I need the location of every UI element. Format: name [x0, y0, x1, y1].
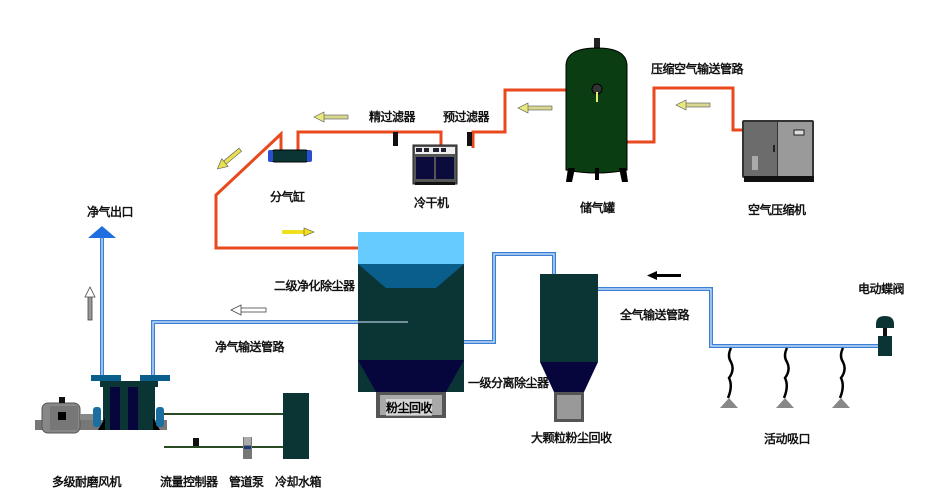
- arrow-left-icon: [313, 111, 349, 123]
- arrow-left-icon: [675, 99, 711, 111]
- electric-butterfly-valve[interactable]: [876, 316, 894, 356]
- air-compressor-label: 空气压缩机: [748, 203, 806, 217]
- air-compressor[interactable]: [742, 120, 814, 182]
- air-tank[interactable]: [565, 38, 628, 182]
- compressed-air-pipe: [214, 86, 742, 250]
- arrow-right-icon: [282, 227, 315, 237]
- pre-filter[interactable]: [467, 132, 472, 146]
- flow-arrows: [84, 99, 711, 321]
- secondary-purifier-label: 二级净化除尘器: [274, 279, 355, 293]
- full-air-pipeline-label: 全气输送管路: [620, 308, 690, 322]
- flow-controller-label: 流量控制器: [160, 475, 218, 489]
- arrow-down-left-icon: [216, 147, 242, 170]
- blue-pipes: [100, 238, 878, 375]
- manifold-label: 分气缸: [270, 190, 305, 204]
- cooling-water-tank[interactable]: [283, 393, 309, 459]
- manifold-to-purifier-pipe: [214, 130, 358, 250]
- compressed-air-pipeline-label: 压缩空气输送管路: [651, 62, 744, 76]
- air-tank-label: 储气罐: [580, 201, 615, 215]
- pipeline-pump[interactable]: [243, 437, 252, 459]
- dryer-to-manifold-pipe: [296, 130, 443, 150]
- arrow-left-icon: [517, 102, 553, 114]
- electric-butterfly-valve-label: 电动蝶阀: [858, 282, 905, 296]
- large-particle-recovery-label: 大颗粒粉尘回收: [531, 431, 612, 445]
- clean-air-pipeline-label: 净气输送管路: [215, 340, 285, 354]
- compressor-to-tank-pipe: [627, 86, 742, 144]
- cooling-water-tank-label: 冷却水箱: [275, 475, 322, 489]
- refrigerated-dryer[interactable]: [412, 144, 458, 185]
- flow-controller[interactable]: [193, 438, 199, 446]
- fine-filter-label: 精过滤器: [369, 110, 416, 124]
- arrow-up-icon: [84, 286, 96, 321]
- secondary-purifier[interactable]: [358, 232, 464, 418]
- dust-recovery-label: 粉尘回收: [386, 399, 433, 416]
- cooling-water-lines: [164, 413, 284, 448]
- tank-to-dryer-pipe: [471, 88, 566, 148]
- primary-separator[interactable]: [540, 274, 598, 422]
- air-manifold[interactable]: [268, 149, 312, 163]
- outlet-arrow-head-icon: [88, 226, 116, 238]
- clean-air-outlet-label: 净气出口: [87, 205, 134, 219]
- arrow-left-icon: [230, 304, 267, 316]
- pre-filter-label: 预过滤器: [443, 110, 490, 124]
- pipeline-pump-label: 管道泵: [229, 475, 264, 489]
- movable-suction-ports-label: 活动吸口: [764, 432, 811, 446]
- large-particle-recovery-bin: [554, 392, 584, 422]
- fine-filter[interactable]: [393, 132, 398, 146]
- dryer-label: 冷干机: [414, 196, 449, 210]
- arrow-left-icon: [647, 271, 681, 280]
- movable-suction-ports[interactable]: [720, 347, 850, 408]
- primary-separator-label: 一级分离除尘器: [468, 376, 549, 390]
- multistage-fan[interactable]: [35, 375, 170, 434]
- multistage-fan-label: 多级耐磨风机: [52, 475, 122, 489]
